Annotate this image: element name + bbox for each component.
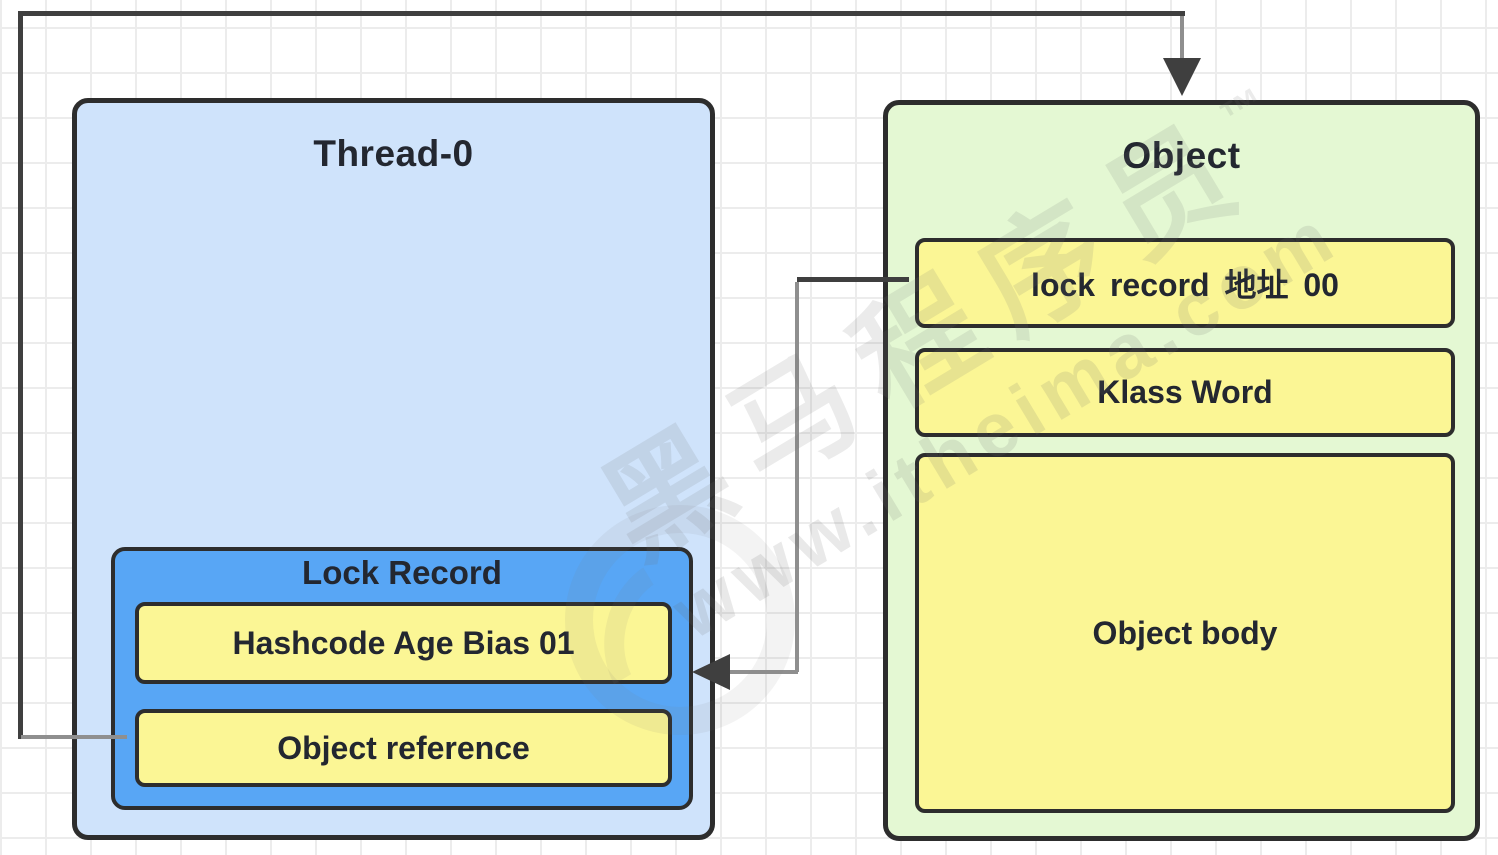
lock-record-row-object-reference: Object reference <box>135 709 672 787</box>
connector-markword-start-segment <box>797 277 909 282</box>
connector-objref-left-vertical <box>18 11 23 739</box>
connector-markword-end-segment <box>728 670 798 674</box>
object-row-klass-word: Klass Word <box>915 348 1455 437</box>
lock-record-box: Lock Record Hashcode Age Bias 01 Object … <box>111 547 693 810</box>
arrow-left-icon <box>692 654 730 690</box>
thread-box: Thread-0 Lock Record Hashcode Age Bias 0… <box>72 98 715 840</box>
thread-title: Thread-0 <box>313 133 474 174</box>
connector-objref-top-horizontal <box>18 11 1185 16</box>
object-box: Object lock record 地址 00 Klass Word Obje… <box>883 100 1480 841</box>
connector-objref-start-segment <box>21 735 127 739</box>
object-row-lock-record-address: lock record 地址 00 <box>915 238 1455 328</box>
lock-record-title: Lock Record <box>302 554 502 591</box>
object-title: Object <box>1122 135 1241 176</box>
connector-markword-vertical <box>795 282 799 672</box>
object-row-object-body: Object body <box>915 453 1455 813</box>
lock-record-row-hashcode-age-bias: Hashcode Age Bias 01 <box>135 602 672 684</box>
arrow-down-icon <box>1163 58 1201 96</box>
connector-objref-right-drop <box>1180 16 1184 62</box>
